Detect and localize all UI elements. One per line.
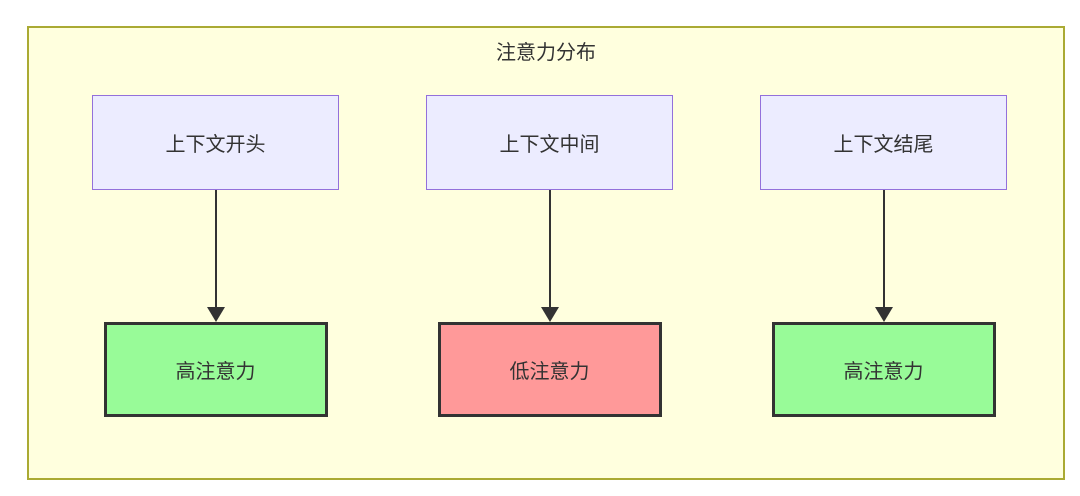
node-context-middle: 上下文中间 — [426, 95, 673, 190]
arrow-context-middle — [540, 190, 559, 322]
arrow-context-end — [874, 190, 893, 322]
node-context-end: 上下文结尾 — [760, 95, 1007, 190]
node-context-start: 上下文开头 — [92, 95, 339, 190]
diagram-frame: 注意力分布 上下文开头 高注意力 上下文中间 低注意力 上下文结尾 高注意力 — [27, 26, 1065, 480]
arrow-line — [214, 190, 217, 307]
diagram-title: 注意力分布 — [496, 42, 596, 64]
column-context-end: 上下文结尾 高注意力 — [760, 95, 1007, 417]
node-attention-middle: 低注意力 — [437, 322, 662, 417]
arrowhead-icon — [540, 307, 559, 322]
arrow-context-start — [206, 190, 225, 322]
arrowhead-icon — [874, 307, 893, 322]
column-context-middle: 上下文中间 低注意力 — [426, 95, 673, 417]
arrow-line — [882, 190, 885, 307]
node-attention-start: 高注意力 — [103, 322, 328, 417]
column-context-start: 上下文开头 高注意力 — [92, 95, 339, 417]
arrow-line — [548, 190, 551, 307]
arrowhead-icon — [206, 307, 225, 322]
node-attention-end: 高注意力 — [771, 322, 996, 417]
